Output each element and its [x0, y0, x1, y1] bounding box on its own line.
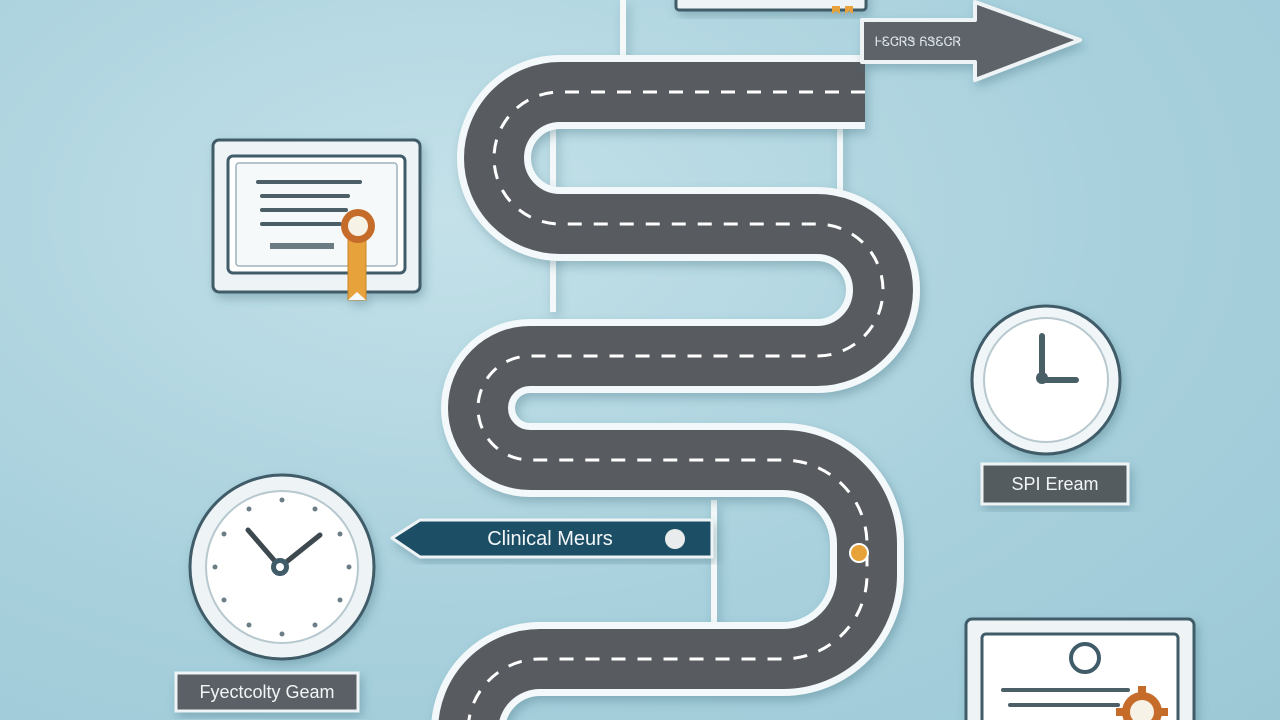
- milestone-dot: [849, 543, 869, 563]
- gear-seal-icon: [1116, 686, 1168, 720]
- road-center-line: [467, 90, 885, 720]
- arrow-sign-text: ᎰᏋᏣᏒᏕ ᏲᏕᏋᏣᏒ: [875, 35, 961, 50]
- direction-arrow-sign: ᎰᏋᏣᏒᏕ ᏲᏕᏋᏣᏒ: [860, 0, 1082, 82]
- certificate-icon: [211, 138, 422, 301]
- wall-clock-icon: [188, 473, 376, 661]
- spi-sign-label: SPI Eream: [1011, 474, 1098, 494]
- top-sign-fragment: [674, 0, 868, 14]
- gear-certificate-icon: [964, 617, 1196, 720]
- clock-icon: [970, 304, 1122, 456]
- bottom-left-sign-label: Fyectcolty Geam: [199, 682, 334, 702]
- bottom-left-sign: Fyectcolty Geam: [174, 671, 360, 713]
- clinical-sign-label: Clinical Meurs: [487, 528, 613, 550]
- award-ribbon-icon: [341, 209, 375, 301]
- clinical-sign: Clinical Meurs: [390, 518, 714, 559]
- spi-sign: SPI Eream: [980, 462, 1130, 506]
- winding-road: [431, 54, 920, 720]
